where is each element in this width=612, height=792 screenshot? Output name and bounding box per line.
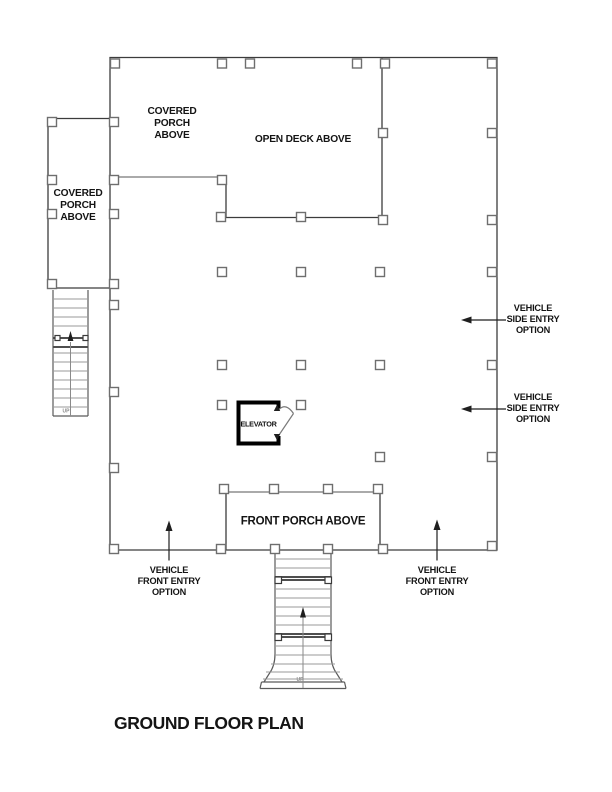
- side-entry-upper-label: VEHICLE: [514, 303, 552, 313]
- covered-porch-left-label: PORCH: [60, 200, 96, 211]
- stair-direction-arrow: [67, 331, 74, 341]
- front-entry-right-label: OPTION: [420, 587, 455, 597]
- elevator-label: ELEVATOR: [240, 420, 277, 429]
- covered-porch-left-label: ABOVE: [60, 212, 96, 223]
- front-entry-right-label: FRONT ENTRY: [406, 576, 469, 586]
- covered-porch-left-label: COVERED: [54, 188, 103, 199]
- front-entry-left-label: OPTION: [152, 587, 187, 597]
- stair-up-label: UP: [297, 677, 305, 683]
- labels: COVERED PORCH ABOVE OPEN DECK ABOVE COVE…: [54, 106, 560, 733]
- side-entry-lower-label: VEHICLE: [514, 392, 552, 402]
- front-stair: UP: [259, 550, 347, 690]
- front-entry-right-label: VEHICLE: [418, 565, 456, 575]
- covered-porch-upper-label: COVERED: [148, 106, 197, 117]
- front-porch-label: FRONT PORCH ABOVE: [241, 516, 366, 528]
- covered-porch-upper-label: PORCH: [154, 118, 190, 129]
- elevator: ELEVATOR: [236, 400, 294, 446]
- side-entry-lower-label: OPTION: [516, 414, 551, 424]
- side-entry-upper-label: OPTION: [516, 325, 551, 335]
- entry-arrows: [165, 316, 506, 561]
- elevator-door-swing-arc: [278, 406, 294, 414]
- elevator-door-leaf: [278, 413, 294, 436]
- stair-up-label: UP: [63, 409, 71, 415]
- page-title: GROUND FLOOR PLAN: [114, 713, 304, 733]
- covered-porch-upper-label: ABOVE: [154, 130, 190, 141]
- stair-direction-arrow: [300, 607, 306, 618]
- open-deck-label: OPEN DECK ABOVE: [255, 134, 352, 145]
- side-entry-upper-label: SIDE ENTRY: [507, 314, 560, 324]
- column-grid: [46, 58, 498, 555]
- left-stair: UP: [52, 290, 89, 417]
- front-entry-left-label: FRONT ENTRY: [138, 576, 201, 586]
- side-entry-lower-label: SIDE ENTRY: [507, 403, 560, 413]
- front-entry-left-label: VEHICLE: [150, 565, 188, 575]
